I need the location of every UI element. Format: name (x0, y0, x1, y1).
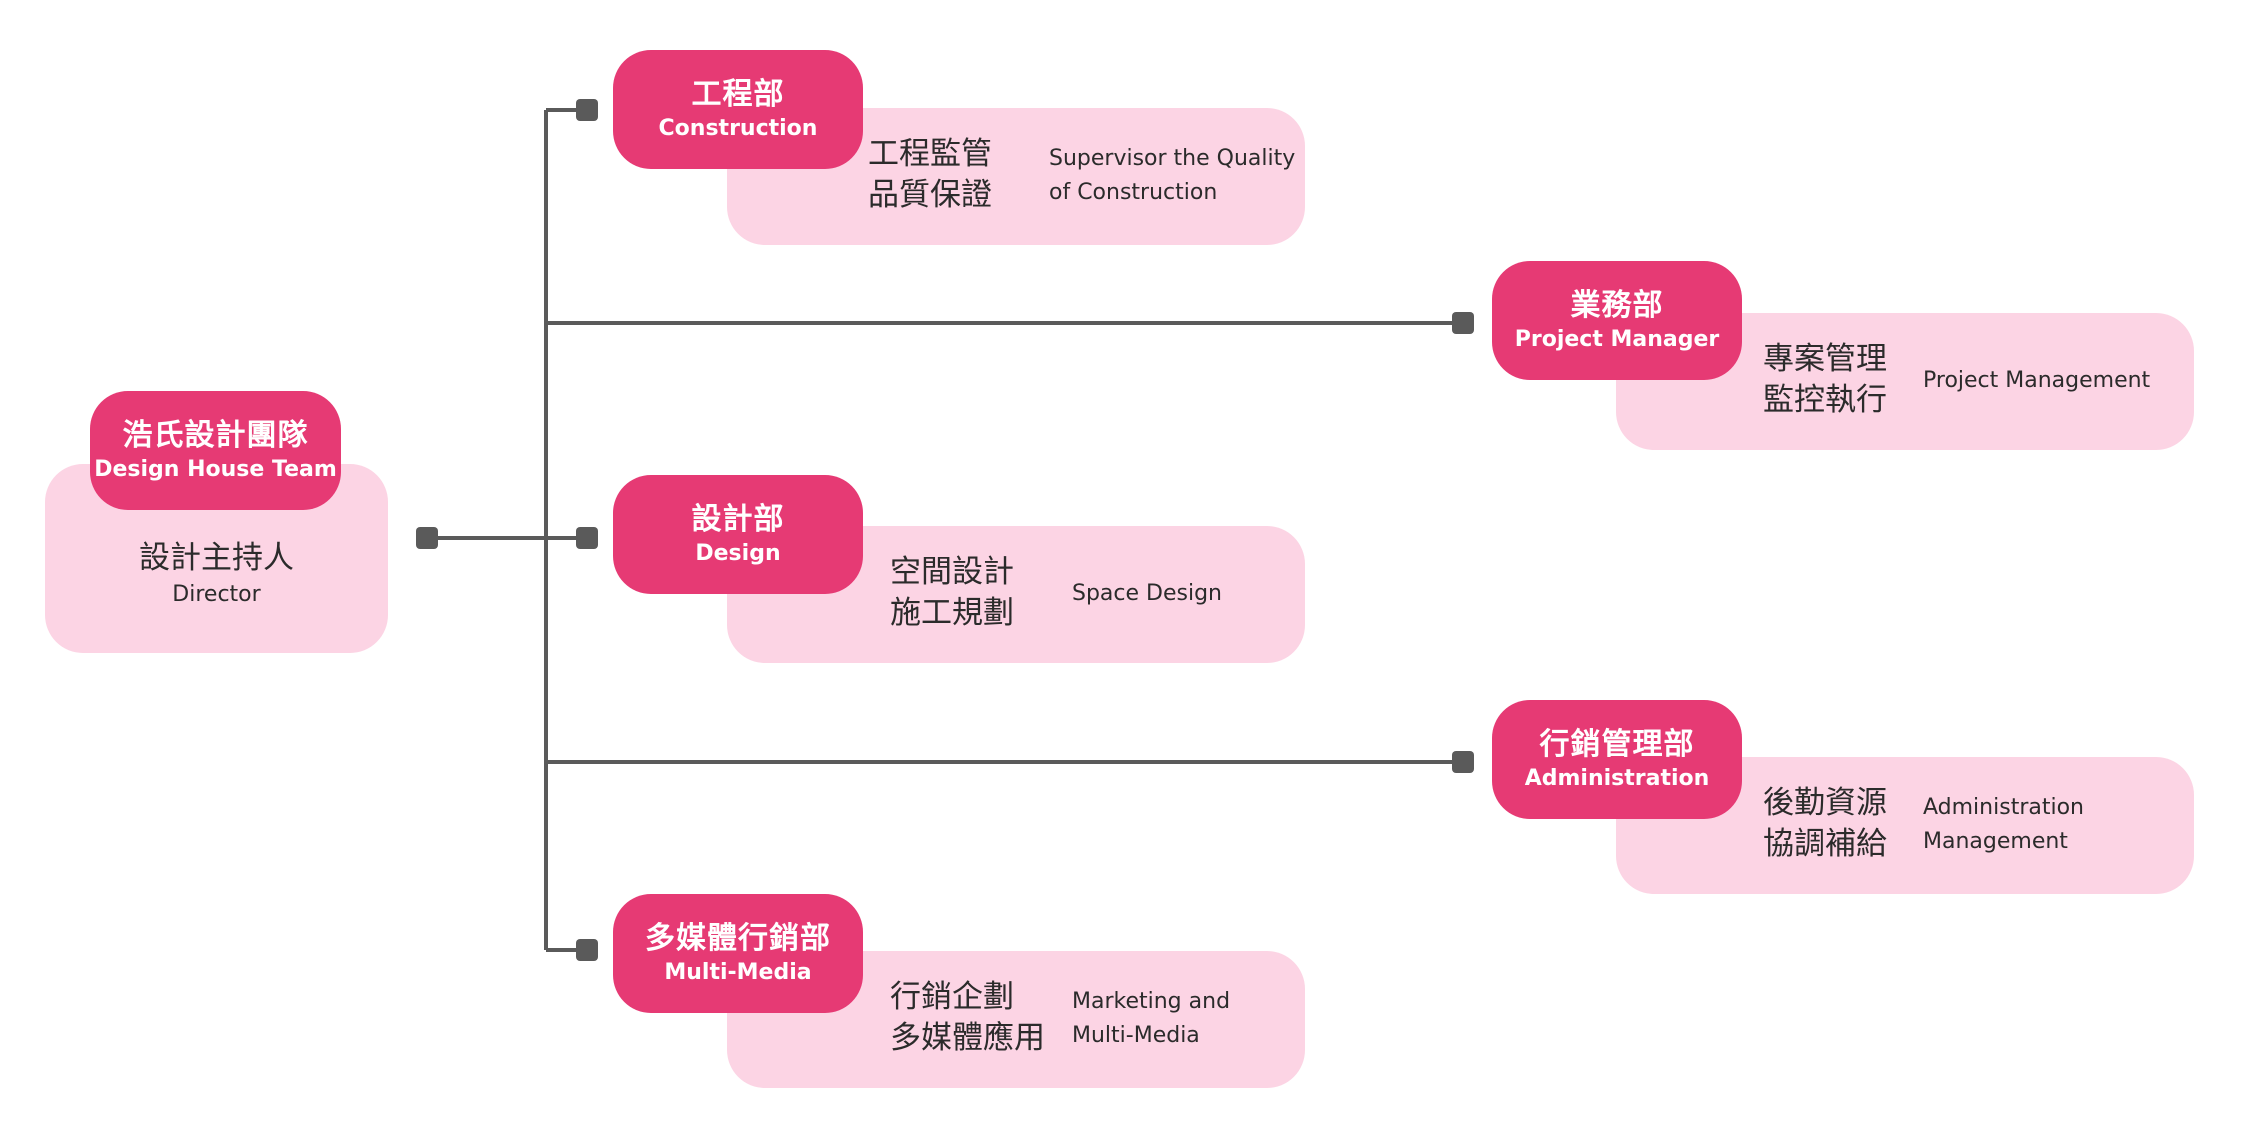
administration-card: 後勤資源 協調補給 Administration Management (1616, 757, 2194, 894)
construction-title-en: Construction (658, 115, 818, 141)
project-manager-card: 專案管理 監控執行 Project Management (1616, 313, 2194, 450)
multi-media-header: 多媒體行銷部 Multi-Media (613, 894, 863, 1013)
project-manager-connector-node (1452, 312, 1474, 334)
project-manager-title-zh: 業務部 (1570, 287, 1664, 323)
construction-desc-en: Supervisor the Quality of Construction (1049, 146, 1296, 205)
multi-media-title-en: Multi-Media (664, 959, 812, 985)
construction-desc-zh: 工程監管 品質保證 (868, 136, 992, 213)
administration-connector-node (1452, 751, 1474, 773)
root-role-en: Director (172, 582, 261, 607)
design-title-en: Design (695, 540, 781, 566)
design-connector-node (576, 527, 598, 549)
project-manager-header: 業務部 Project Manager (1492, 261, 1742, 380)
multi-media-desc-zh: 行銷企劃 多媒體應用 (890, 979, 1045, 1056)
root-header: 浩氏設計團隊 Design House Team (90, 391, 341, 510)
multi-media-connector-node (576, 939, 598, 961)
administration-header: 行銷管理部 Administration (1492, 700, 1742, 819)
project-manager-desc-en: Project Management (1923, 368, 2151, 393)
construction-connector-node (576, 99, 598, 121)
design-title-zh: 設計部 (691, 501, 785, 537)
multi-media-desc-en: Marketing and Multi-Media (1072, 989, 1231, 1048)
multi-media-card: 行銷企劃 多媒體應用 Marketing and Multi-Media (727, 951, 1305, 1088)
design-header: 設計部 Design (613, 475, 863, 594)
project-manager-title-en: Project Manager (1514, 326, 1720, 352)
administration-desc-en: Administration Management (1923, 795, 2084, 854)
administration-title-en: Administration (1524, 765, 1710, 791)
construction-header: 工程部 Construction (613, 50, 863, 169)
root-title-en: Design House Team (94, 456, 337, 482)
multi-media-title-zh: 多媒體行銷部 (645, 920, 831, 956)
project-manager-desc-zh: 專案管理 監控執行 (1763, 341, 1887, 418)
design-desc-en: Space Design (1072, 581, 1222, 606)
administration-desc-zh: 後勤資源 協調補給 (1763, 785, 1887, 862)
design-desc-zh: 空間設計 施工規劃 (890, 554, 1014, 631)
root-title-zh: 浩氏設計團隊 (122, 417, 309, 453)
root-connector-node (416, 527, 438, 549)
construction-title-zh: 工程部 (691, 76, 785, 112)
administration-title-zh: 行銷管理部 (1539, 726, 1695, 762)
root-role-zh: 設計主持人 (139, 540, 294, 576)
